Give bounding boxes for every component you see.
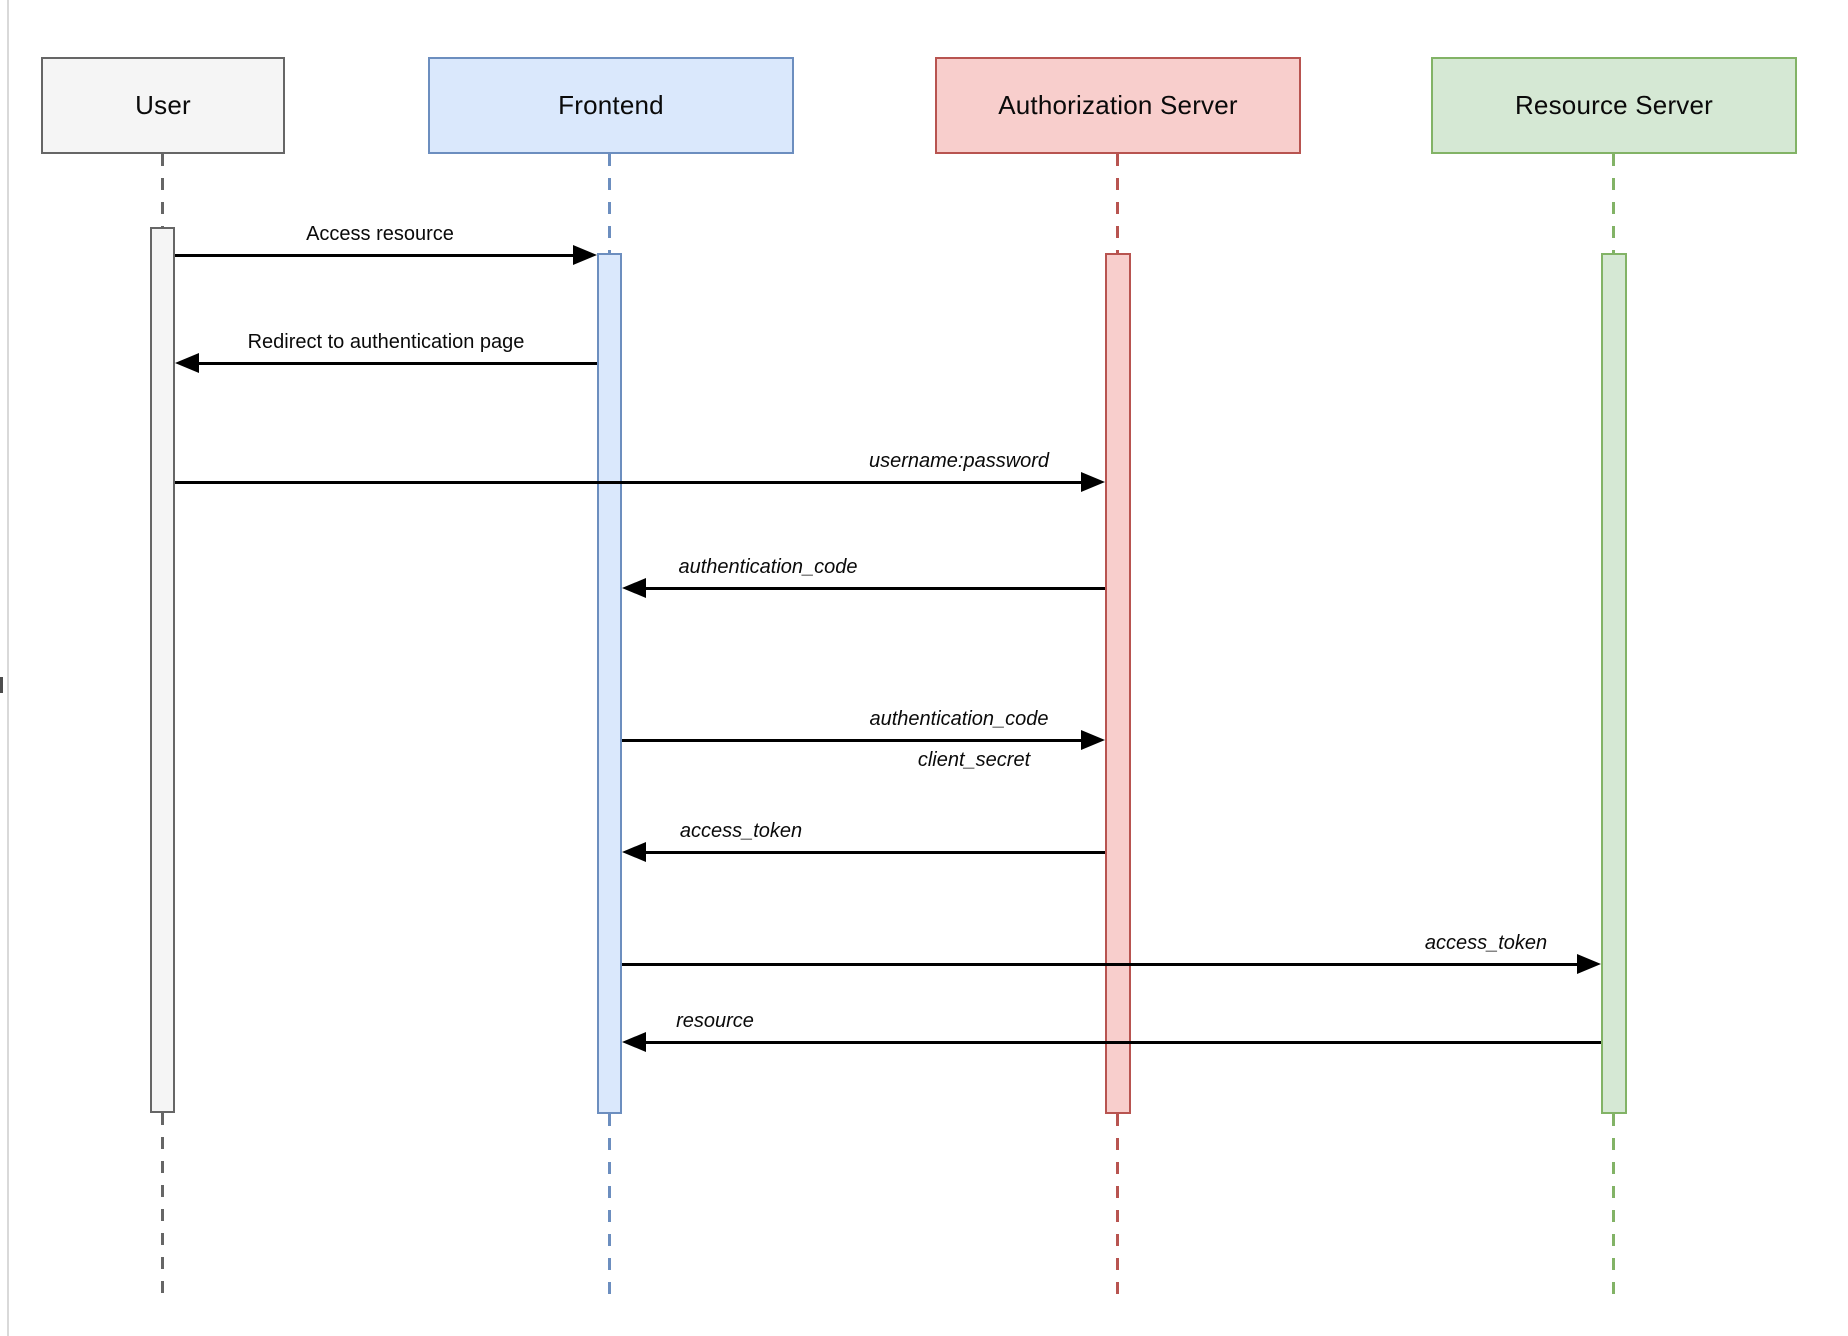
arrowhead-right-icon xyxy=(1081,472,1105,492)
message-label-token-request-line1: authentication_code xyxy=(869,708,1049,730)
actor-label-resource-server: Resource Server xyxy=(1514,90,1714,120)
lifeline-user-top xyxy=(161,154,164,227)
message-label-resource-return: resource xyxy=(676,1010,754,1032)
lifeline-resource-server-top xyxy=(1612,154,1615,253)
arrowhead-left-icon xyxy=(622,842,646,862)
arrowhead-right-icon xyxy=(1081,730,1105,750)
page-edge-artifact xyxy=(0,677,3,693)
message-label-access-token-return: access_token xyxy=(679,820,803,842)
actor-box-frontend[interactable]: Frontend xyxy=(428,57,794,154)
lifeline-frontend-top xyxy=(608,154,611,253)
message-line-access-token-send[interactable] xyxy=(622,963,1584,966)
message-line-authentication-code-return[interactable] xyxy=(643,587,1105,590)
actor-box-authorization-server[interactable]: Authorization Server xyxy=(935,57,1301,154)
message-label-authentication-code-return: authentication_code xyxy=(678,556,858,578)
lifeline-authorization-server-top xyxy=(1116,154,1119,253)
message-line-access-resource[interactable] xyxy=(175,254,580,257)
message-label-redirect: Redirect to authentication page xyxy=(247,331,525,353)
arrowhead-right-icon xyxy=(1577,954,1601,974)
actor-box-resource-server[interactable]: Resource Server xyxy=(1431,57,1797,154)
message-line-redirect[interactable] xyxy=(196,362,597,365)
lifeline-user-bottom xyxy=(161,1113,164,1298)
activation-bar-user[interactable] xyxy=(150,227,175,1113)
actor-label-authorization-server: Authorization Server xyxy=(998,90,1238,120)
message-label-token-request-line2: client_secret xyxy=(917,749,1031,771)
message-line-token-request[interactable] xyxy=(622,739,1088,742)
actor-label-user: User xyxy=(135,90,191,120)
activation-bar-authorization-server[interactable] xyxy=(1105,253,1131,1114)
page-left-border xyxy=(7,0,9,1336)
lifeline-resource-server-bottom xyxy=(1612,1114,1615,1298)
arrowhead-left-icon xyxy=(622,1032,646,1052)
message-line-resource-return[interactable] xyxy=(643,1041,1601,1044)
message-line-username-password[interactable] xyxy=(175,481,1088,484)
message-label-access-resource: Access resource xyxy=(306,223,454,245)
actor-label-frontend: Frontend xyxy=(558,90,664,120)
activation-bar-resource-server[interactable] xyxy=(1601,253,1627,1114)
activation-bar-frontend[interactable] xyxy=(597,253,622,1114)
message-line-access-token-return[interactable] xyxy=(643,851,1105,854)
arrowhead-left-icon xyxy=(175,353,199,373)
message-label-username-password: username:password xyxy=(868,450,1050,472)
arrowhead-left-icon xyxy=(622,578,646,598)
lifeline-frontend-bottom xyxy=(608,1114,611,1298)
arrowhead-right-icon xyxy=(573,245,597,265)
actor-box-user[interactable]: User xyxy=(41,57,285,154)
message-label-access-token-send: access_token xyxy=(1424,932,1548,954)
lifeline-authorization-server-bottom xyxy=(1116,1114,1119,1298)
